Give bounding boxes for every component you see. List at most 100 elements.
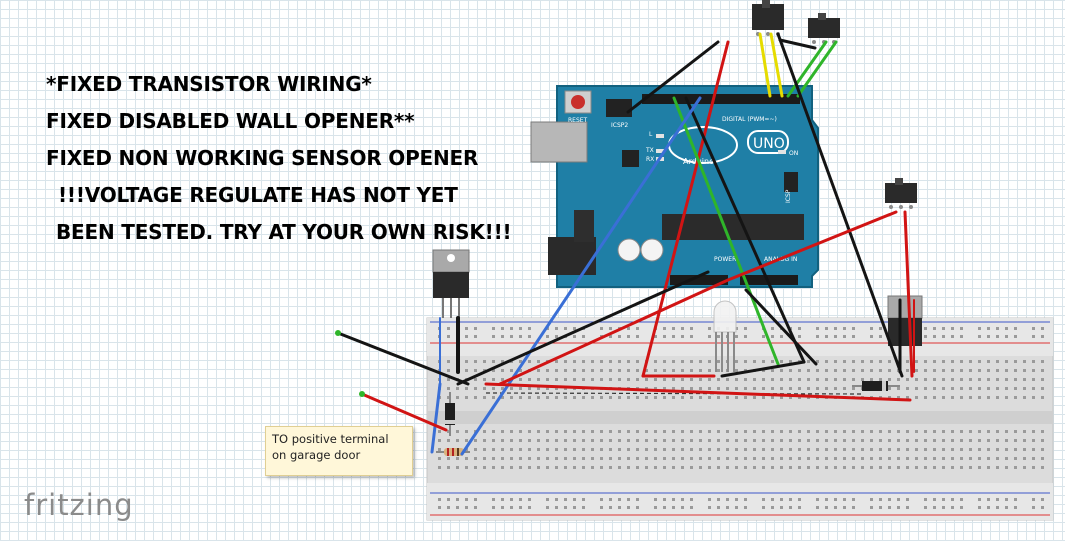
breadboard-hole bbox=[564, 369, 567, 372]
breadboard-hole bbox=[861, 466, 864, 469]
wires[interactable] bbox=[335, 32, 915, 456]
slide-switch-2[interactable] bbox=[808, 13, 840, 44]
reset-button[interactable] bbox=[571, 95, 585, 109]
breadboard-hole bbox=[690, 506, 693, 509]
voltage-regulator[interactable] bbox=[432, 249, 470, 318]
wire-black-5[interactable] bbox=[456, 270, 710, 386]
breadboard-hole bbox=[789, 439, 792, 442]
breadboard-hole bbox=[780, 457, 783, 460]
wire-end-black-loose[interactable] bbox=[335, 330, 341, 336]
breadboard-hole bbox=[1005, 327, 1008, 330]
wire-black-3[interactable] bbox=[778, 38, 817, 50]
breadboard-hole bbox=[816, 498, 819, 501]
breadboard-hole bbox=[627, 506, 630, 509]
diode-left[interactable] bbox=[445, 392, 455, 436]
breadboard-hole bbox=[528, 335, 531, 338]
breadboard-hole bbox=[1041, 335, 1044, 338]
wire-end-red-loose[interactable] bbox=[359, 391, 365, 397]
icsp-header bbox=[784, 172, 798, 192]
wire-black-2b[interactable] bbox=[720, 360, 806, 378]
breadboard-hole bbox=[618, 360, 621, 363]
breadboard-hole bbox=[888, 396, 891, 399]
breadboard-hole bbox=[447, 369, 450, 372]
breadboard-hole bbox=[708, 430, 711, 433]
sticky-note[interactable]: TO positive terminal on garage door bbox=[265, 426, 413, 476]
breadboard-hole bbox=[1023, 448, 1026, 451]
breadboard-hole bbox=[762, 506, 765, 509]
breadboard-hole bbox=[762, 378, 765, 381]
wire-black-4[interactable] bbox=[776, 32, 904, 378]
wire-red-2b[interactable] bbox=[498, 278, 730, 386]
diode-right[interactable] bbox=[852, 381, 900, 391]
breadboard-hole bbox=[798, 506, 801, 509]
breadboard-hole bbox=[690, 369, 693, 372]
breadboard-hole bbox=[492, 466, 495, 469]
slide-switch-3[interactable] bbox=[885, 178, 917, 209]
breadboard-hole bbox=[654, 378, 657, 381]
wire-green-3[interactable] bbox=[796, 40, 838, 98]
wire-green-2[interactable] bbox=[786, 40, 828, 98]
wire-yellow-1[interactable] bbox=[758, 32, 772, 98]
switch-3-pin-b bbox=[899, 205, 903, 209]
wire-black-loose[interactable] bbox=[336, 331, 470, 386]
breadboard-hole bbox=[1005, 335, 1008, 338]
breadboard-hole bbox=[825, 439, 828, 442]
wire-black-6[interactable] bbox=[744, 288, 818, 366]
breadboard-hole bbox=[735, 466, 738, 469]
wire-black-2[interactable] bbox=[684, 96, 806, 364]
breadboard-hole bbox=[825, 378, 828, 381]
led-l-label: L bbox=[649, 131, 653, 138]
breadboard-hole bbox=[960, 439, 963, 442]
breadboard-hole bbox=[789, 369, 792, 372]
breadboard-hole bbox=[843, 506, 846, 509]
breadboard-hole bbox=[906, 378, 909, 381]
breadboard-hole bbox=[762, 335, 765, 338]
breadboard-hole bbox=[744, 378, 747, 381]
breadboard-hole bbox=[834, 327, 837, 330]
wire-red-1[interactable] bbox=[641, 40, 730, 378]
breadboard-hole bbox=[933, 335, 936, 338]
breadboard-hole bbox=[951, 498, 954, 501]
wire-red-3[interactable] bbox=[903, 210, 914, 378]
breadboard-hole bbox=[645, 369, 648, 372]
breadboard-hole bbox=[465, 498, 468, 501]
wire-blue-1[interactable] bbox=[460, 96, 702, 456]
wire-red-long[interactable] bbox=[484, 382, 912, 402]
breadboard-hole bbox=[690, 448, 693, 451]
wire-green-1[interactable] bbox=[672, 96, 780, 366]
switch-3-pin-a bbox=[889, 205, 893, 209]
breadboard-hole bbox=[942, 387, 945, 390]
wire-blue-2[interactable] bbox=[430, 382, 442, 454]
breadboard-hole bbox=[942, 335, 945, 338]
switch-2-knob[interactable] bbox=[818, 13, 826, 20]
breadboard-hole bbox=[447, 396, 450, 399]
wire-red-loose[interactable] bbox=[360, 392, 448, 432]
breadboard-hole bbox=[528, 387, 531, 390]
breadboard-hole bbox=[933, 360, 936, 363]
breadboard-hole bbox=[609, 506, 612, 509]
wire-red-2[interactable] bbox=[726, 210, 898, 282]
breadboard-hole bbox=[744, 457, 747, 460]
breadboard-hole bbox=[681, 378, 684, 381]
rgb-led[interactable] bbox=[713, 300, 737, 372]
wire-yellow-2[interactable] bbox=[769, 32, 784, 98]
breadboard-hole bbox=[717, 378, 720, 381]
breadboard-hole bbox=[897, 498, 900, 501]
breadboard-hole bbox=[879, 378, 882, 381]
slide-switch-1[interactable] bbox=[752, 0, 784, 36]
breadboard-hole bbox=[834, 378, 837, 381]
breadboard-hole bbox=[447, 430, 450, 433]
breadboard-hole bbox=[492, 335, 495, 338]
switch-3-knob[interactable] bbox=[895, 178, 903, 185]
breadboard-hole bbox=[645, 448, 648, 451]
wire-black-1[interactable] bbox=[626, 40, 720, 114]
arduino-uno-board[interactable]: RESET ICSP2 DIGITAL (PWM=~) L TX RX Ardu… bbox=[530, 85, 819, 288]
breadboard[interactable] bbox=[426, 317, 1054, 521]
breadboard-hole bbox=[717, 430, 720, 433]
breadboard-hole bbox=[843, 327, 846, 330]
switch-1-knob[interactable] bbox=[762, 0, 770, 8]
transistor-right[interactable] bbox=[887, 295, 923, 346]
breadboard-hole bbox=[744, 335, 747, 338]
breadboard-hole bbox=[591, 448, 594, 451]
